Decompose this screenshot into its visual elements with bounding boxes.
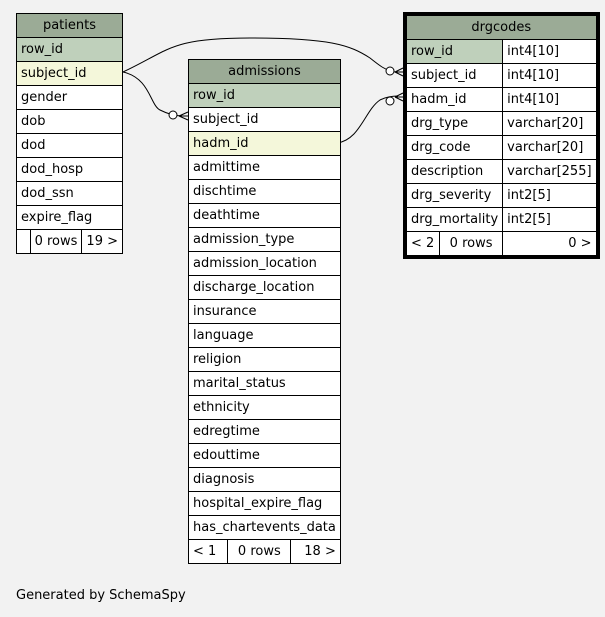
column-admittime[interactable]: admittime <box>188 155 341 180</box>
column-has_chartevents_data[interactable]: has_chartevents_data <box>188 515 341 540</box>
footer-parents[interactable]: < 2 <box>404 231 440 258</box>
crowfoot-circle-adm-subject <box>168 110 178 120</box>
column-insurance[interactable]: insurance <box>188 299 341 324</box>
column-drg_type[interactable]: drg_type <box>404 111 504 136</box>
column-type: varchar[20] <box>502 135 599 160</box>
column-marital_status[interactable]: marital_status <box>188 371 341 396</box>
table-title-patients[interactable]: patients <box>16 13 123 38</box>
column-ethnicity[interactable]: ethnicity <box>188 395 341 420</box>
footer-row-count: 0 rows <box>227 539 292 564</box>
crowfoot-circle-drg-subject <box>385 66 395 76</box>
column-drg_mortality[interactable]: drg_mortality <box>404 207 504 232</box>
column-diagnosis[interactable]: diagnosis <box>188 467 341 492</box>
column-religion[interactable]: religion <box>188 347 341 372</box>
column-expire_flag[interactable]: expire_flag <box>16 205 123 230</box>
table-title-admissions[interactable]: admissions <box>188 59 341 84</box>
column-type: int4[10] <box>502 87 599 112</box>
column-type: varchar[20] <box>502 111 599 136</box>
column-dod_hosp[interactable]: dod_hosp <box>16 157 123 182</box>
table-patients: patients row_id subject_id gender dob do… <box>16 13 123 254</box>
crowfoot-drg-hadm <box>394 92 404 102</box>
column-hadm_id[interactable]: hadm_id <box>404 87 504 112</box>
crowfoot-circle-drg-hadm <box>385 96 395 106</box>
column-admission_location[interactable]: admission_location <box>188 251 341 276</box>
footer-row-count: 0 rows <box>29 229 83 254</box>
column-row_id[interactable]: row_id <box>188 83 341 108</box>
edge-admissions-subject-to-patients <box>122 71 183 117</box>
footer-children[interactable]: 0 > <box>502 231 599 258</box>
column-dod[interactable]: dod <box>16 133 123 158</box>
column-edregtime[interactable]: edregtime <box>188 419 341 444</box>
column-subject_id[interactable]: subject_id <box>188 107 341 132</box>
column-gender[interactable]: gender <box>16 85 123 110</box>
column-dod_ssn[interactable]: dod_ssn <box>16 181 123 206</box>
footer-parents[interactable] <box>16 229 31 254</box>
column-type: int2[5] <box>502 183 599 208</box>
crowfoot-adm-subject <box>178 111 189 121</box>
column-drg_code[interactable]: drg_code <box>404 135 504 160</box>
column-row_id[interactable]: row_id <box>404 39 504 64</box>
table-title-drgcodes[interactable]: drgcodes <box>404 13 599 40</box>
footer-children[interactable]: 18 > <box>290 539 341 564</box>
column-dob[interactable]: dob <box>16 109 123 134</box>
column-type: varchar[255] <box>502 159 599 184</box>
column-dischtime[interactable]: dischtime <box>188 179 341 204</box>
footer-parents[interactable]: < 1 <box>187 539 229 564</box>
table-drgcodes: drgcodes row_id int4[10] subject_id int4… <box>403 12 600 259</box>
column-admission_type[interactable]: admission_type <box>188 227 341 252</box>
footer-row-count: 0 rows <box>438 231 504 258</box>
column-type: int4[10] <box>502 39 599 64</box>
column-type: int2[5] <box>502 207 599 232</box>
table-admissions: admissions row_id subject_id hadm_id adm… <box>187 59 341 564</box>
crowfoot-drg-subject <box>394 67 404 77</box>
footer-children[interactable]: 19 > <box>81 229 123 254</box>
column-subject_id[interactable]: subject_id <box>404 63 504 88</box>
column-drg_severity[interactable]: drg_severity <box>404 183 504 208</box>
column-subject_id[interactable]: subject_id <box>16 61 123 86</box>
column-hospital_expire_flag[interactable]: hospital_expire_flag <box>188 491 341 516</box>
column-discharge_location[interactable]: discharge_location <box>188 275 341 300</box>
column-hadm_id[interactable]: hadm_id <box>188 131 341 156</box>
column-language[interactable]: language <box>188 323 341 348</box>
column-description[interactable]: description <box>404 159 504 184</box>
column-row_id[interactable]: row_id <box>16 37 123 62</box>
column-type: int4[10] <box>502 63 599 88</box>
column-deathtime[interactable]: deathtime <box>188 203 341 228</box>
edge-drgcodes-subject-to-patients <box>122 37 396 73</box>
generated-by-label: Generated by SchemaSpy <box>16 588 186 603</box>
column-edouttime[interactable]: edouttime <box>188 443 341 468</box>
edge-drgcodes-hadm-to-admissions <box>336 95 399 144</box>
